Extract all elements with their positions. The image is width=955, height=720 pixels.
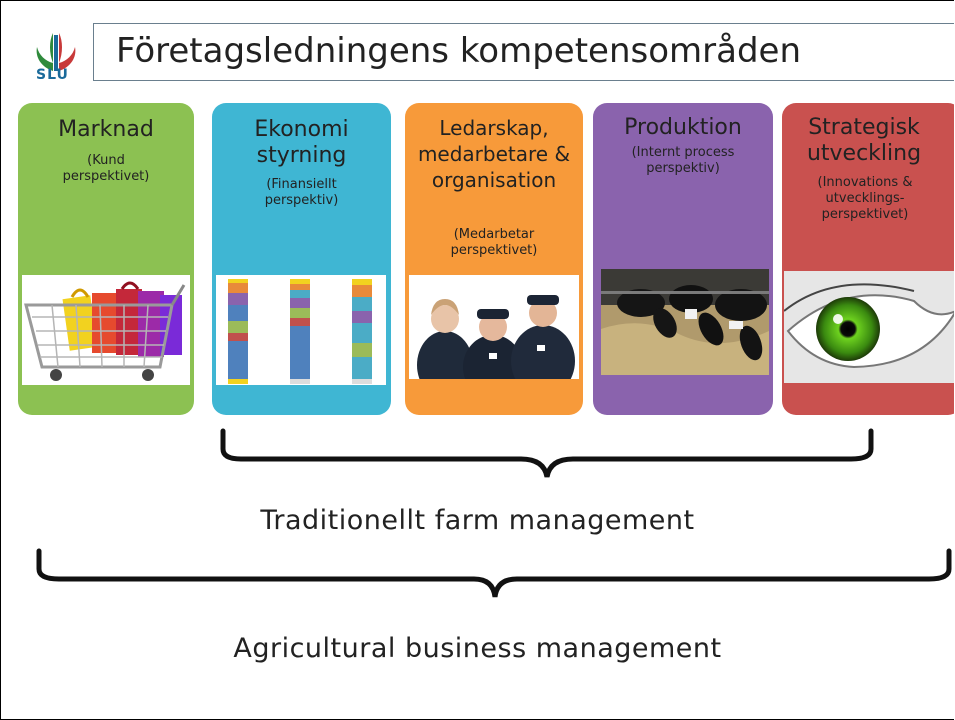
card-title: Produktion [624, 115, 742, 140]
card-title: Ekonomi styrning [254, 117, 349, 168]
card-subtitle: (Finansiellt perspektiv) [264, 177, 339, 208]
green-eye-photo [784, 271, 954, 383]
financial-bar-chart-image [216, 275, 386, 385]
card-subtitle: (Medarbetar perspektivet) [450, 227, 538, 258]
title-frame [93, 23, 954, 81]
card-subtitle: (Internt process perspektiv) [631, 145, 735, 176]
card-title: Strategisk utveckling [806, 115, 922, 166]
slu-logo-icon [36, 33, 76, 71]
card-subtitle: (Innovations & utvecklings-perspektivet) [817, 175, 913, 222]
card-produktion: Produktion (Internt process perspektiv) [593, 103, 773, 415]
card-ledarskap: Ledarskap, medarbetare & organisation (M… [405, 103, 583, 415]
cows-feeding-photo [601, 269, 769, 375]
logo-text: SLU [36, 67, 69, 83]
card-strategisk: Strategisk utveckling (Innovations & utv… [782, 103, 954, 415]
lower-brace [36, 548, 952, 598]
card-title: Ledarskap, medarbetare & organisation [417, 116, 571, 192]
farm-workers-photo [409, 275, 579, 379]
shopping-cart-image [22, 275, 190, 385]
traditional-farm-management-label: Traditionellt farm management [260, 505, 695, 536]
card-marknad: Marknad (Kund perspektivet) [18, 103, 194, 415]
card-subtitle: (Kund perspektivet) [62, 153, 150, 184]
card-ekonomi: Ekonomi styrning (Finansiellt perspektiv… [212, 103, 391, 415]
upper-brace [220, 428, 874, 478]
agricultural-business-management-label: Agricultural business management [233, 633, 722, 664]
card-title: Marknad [58, 117, 154, 142]
page-title: Företagsledningens kompetensområden [116, 31, 802, 71]
